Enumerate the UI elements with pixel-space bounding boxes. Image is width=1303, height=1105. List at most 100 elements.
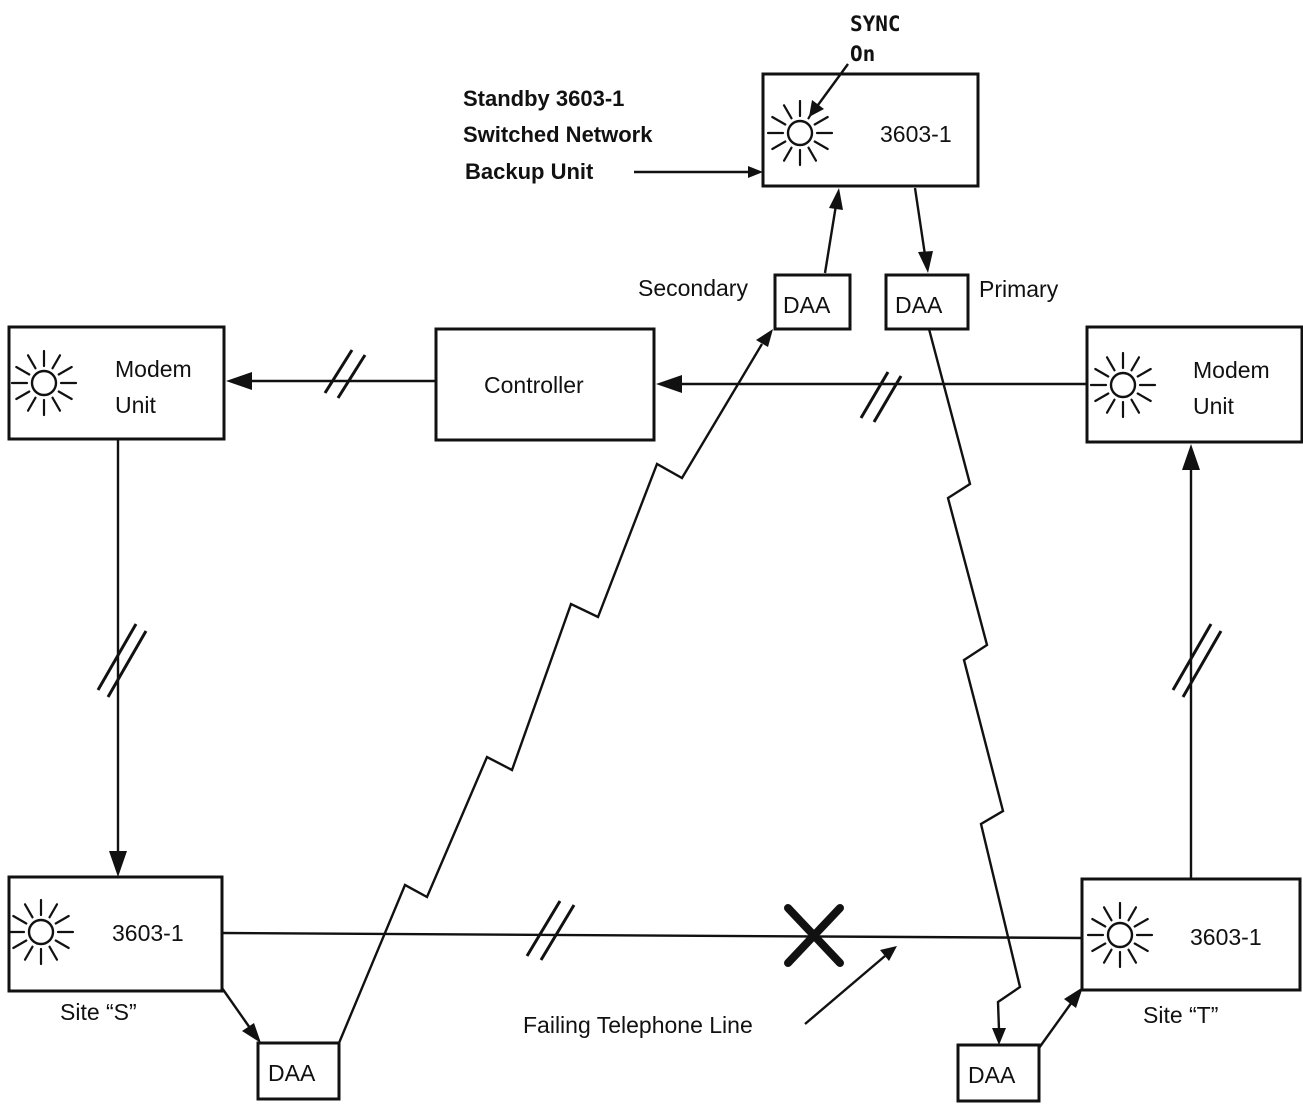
lamp-ray [12, 939, 28, 950]
daa-t-to-site-t-line [1038, 1001, 1073, 1049]
lamp-ray [26, 354, 37, 370]
lamp-ray [1136, 392, 1152, 403]
communication-line-icon [1171, 623, 1223, 698]
lamp-icon [1106, 921, 1134, 949]
lamp-icon [30, 369, 58, 397]
daa-site-t: DAA [956, 1043, 1041, 1103]
lamp-ray [1102, 906, 1113, 922]
lamp-ray [48, 945, 59, 961]
modem-right-to-controller-arrowhead [656, 375, 682, 393]
standby-label-line1: Standby 3603-1 [463, 86, 624, 111]
daa-secondary-box [773, 273, 852, 331]
lamp-ray [23, 945, 34, 961]
lamp-ray [51, 396, 62, 412]
modem-left-label-line1: Modem [115, 356, 192, 382]
standby-label-line2: Switched Network [463, 122, 653, 147]
switched-line-primary-arrowhead [992, 1028, 1006, 1045]
daa-secondary: DAA [773, 273, 852, 331]
controller-box [434, 327, 656, 442]
daa-secondary-label: DAA [783, 292, 831, 318]
controller-to-modem-left-arrowhead [226, 372, 252, 390]
daa-primary-label: DAA [895, 292, 943, 318]
modem-unit-left: Modem Unit [7, 325, 226, 441]
lamp-ray [782, 104, 793, 120]
modem-unit-right: Modem Unit [1085, 325, 1303, 444]
modem-left-lamp-icon [10, 349, 78, 417]
lamp-ray [1127, 948, 1138, 964]
secondary-to-standby-line [823, 204, 838, 274]
lamp-ray [54, 939, 70, 950]
modem-left-label-line2: Unit [115, 392, 157, 418]
site-s-label: Site “S” [60, 999, 137, 1025]
site-t-label: Site “T” [1143, 1002, 1218, 1028]
lamp-ray [1130, 398, 1141, 414]
modem-right-label-line2: Unit [1193, 393, 1235, 419]
communication-line-icon [96, 623, 148, 698]
failing-line-label: Failing Telephone Line [523, 1012, 753, 1038]
lamp-ray [813, 140, 829, 151]
site-s-lamp-icon [7, 898, 75, 966]
site-s-to-daa-arrowhead [242, 1023, 261, 1043]
communication-line-icon [323, 349, 367, 399]
lamp-ray [51, 354, 62, 370]
lamp-ray [12, 914, 28, 925]
lamp-ray [48, 903, 59, 919]
daa-primary-box [884, 273, 970, 331]
switched-line-secondary-arrowhead [756, 329, 773, 347]
lamp-ray [1127, 906, 1138, 922]
daa-site-t-label: DAA [968, 1062, 1016, 1088]
failing-line-pointer-line [804, 955, 886, 1025]
failing-telephone-line [221, 931, 1083, 940]
lamp-ray [1133, 917, 1149, 928]
lamp-icon [27, 918, 55, 946]
lamp-ray [57, 390, 73, 401]
daa-t-to-site-t-arrowhead [1064, 987, 1083, 1008]
x-mark-icon [784, 904, 844, 967]
lamp-ray [771, 115, 787, 126]
site-t-3603-unit: 3603-1 [1080, 877, 1302, 992]
lamp-ray [15, 390, 31, 401]
lamp-ray [807, 146, 818, 162]
site-t-unit-label: 3603-1 [1190, 924, 1262, 950]
standby-3603-unit: 3603-1 [761, 72, 980, 188]
site-t-lamp-icon [1086, 901, 1154, 969]
primary-label: Primary [979, 276, 1059, 302]
standby-label-line3: Backup Unit [465, 159, 594, 184]
modem-left-to-site-s-arrowhead [109, 851, 127, 877]
lamp-ray [771, 140, 787, 151]
failing-line-pointer-arrowhead [880, 946, 897, 961]
standby-sync-lamp-icon [766, 99, 834, 167]
standby-pointer-arrowhead [748, 166, 763, 178]
lamp-ray [1091, 942, 1107, 953]
modem-right-label-line1: Modem [1193, 357, 1270, 383]
secondary-to-standby-arrowhead [829, 188, 843, 210]
lamp-ray [1094, 367, 1110, 378]
lamp-ray [813, 115, 829, 126]
lamp-ray [26, 396, 37, 412]
lamp-ray [54, 914, 70, 925]
lamp-ray [1136, 367, 1152, 378]
lamp-icon [1109, 371, 1137, 399]
switched-line-primary [927, 328, 1022, 1031]
sync-label: SYNC [850, 12, 901, 36]
site-s-unit-label: 3603-1 [112, 920, 184, 946]
lamp-ray [23, 903, 34, 919]
lamp-ray [1133, 942, 1149, 953]
lamp-ray [1094, 392, 1110, 403]
switched-line-secondary [337, 343, 764, 1044]
lamp-ray [15, 365, 31, 376]
on-label: On [850, 42, 875, 66]
communication-line-icon [525, 900, 576, 961]
communication-line-icon [859, 371, 903, 423]
daa-site-t-box [956, 1043, 1041, 1103]
daa-primary: DAA [884, 273, 970, 331]
secondary-label: Secondary [638, 275, 748, 301]
daa-site-s-label: DAA [268, 1060, 316, 1086]
controller-label: Controller [484, 372, 584, 398]
lamp-ray [1102, 948, 1113, 964]
site-s-3603-unit: 3603-1 [7, 875, 224, 993]
lamp-ray [1105, 398, 1116, 414]
lamp-ray [1105, 356, 1116, 372]
